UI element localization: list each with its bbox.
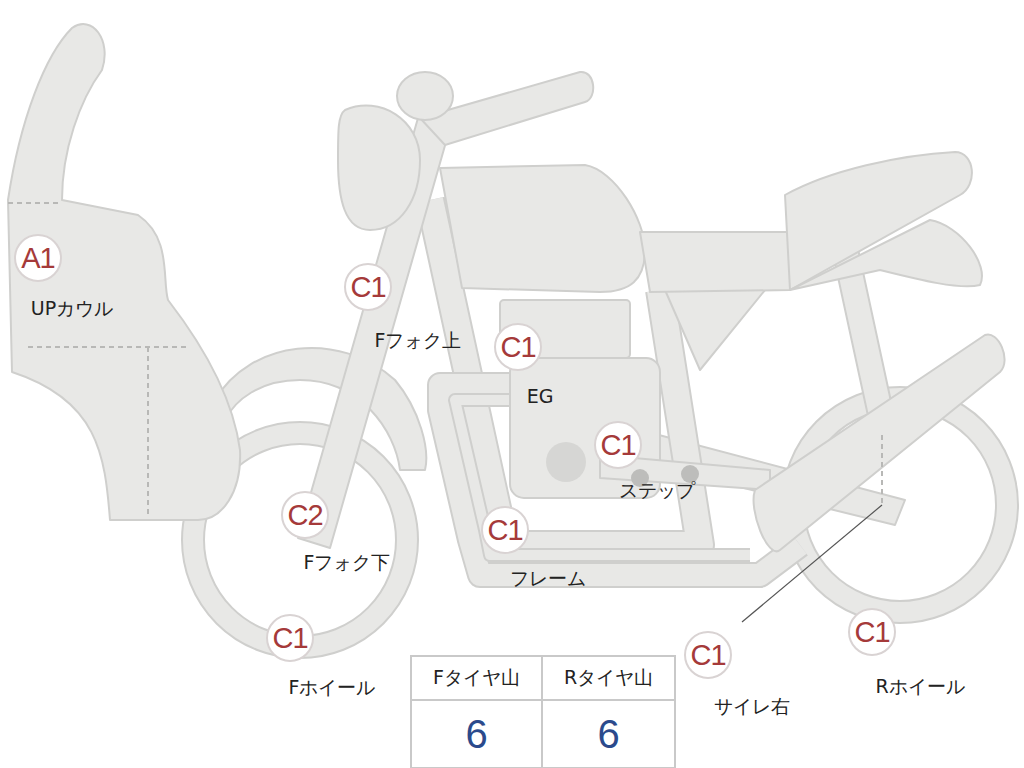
condition-marker: C1Fフォク上 (344, 263, 392, 311)
grade-code: A1 (21, 242, 54, 275)
part-name: EG (527, 386, 554, 407)
part-name: Rホイール (875, 676, 964, 697)
tire-table: Fタイヤ山Rタイヤ山66 (410, 655, 676, 768)
part-name: Fフォク上 (375, 330, 462, 351)
condition-marker: C1Fホイール (266, 614, 314, 662)
condition-marker: C1Rホイール (848, 608, 896, 656)
part-name: UPカウル (31, 298, 113, 319)
grade-circle: C1 (848, 608, 896, 656)
grade-code: C1 (487, 514, 522, 547)
grade-code: C2 (287, 499, 322, 532)
condition-marker: C1フレーム (481, 506, 529, 554)
tread-depth: 6 (543, 701, 674, 767)
condition-marker: A1UPカウル (14, 234, 62, 282)
grade-circle: C1 (344, 263, 392, 311)
grade-circle: C1 (266, 614, 314, 662)
grade-code: C1 (272, 622, 307, 655)
condition-marker: C1サイレ右 (684, 631, 732, 679)
condition-marker: C1ステップ (594, 421, 642, 469)
table-header: Fタイヤ山 (412, 657, 543, 701)
grade-code: C1 (350, 271, 385, 304)
part-name: Fホイール (289, 677, 376, 698)
grade-circle: C1 (684, 631, 732, 679)
part-name: ステップ (619, 480, 695, 501)
grade-code: C1 (854, 616, 889, 649)
grade-circle: C1 (594, 421, 642, 469)
table-header: Rタイヤ山 (543, 657, 674, 701)
condition-marker: C1EG (494, 323, 542, 371)
grade-circle: C1 (494, 323, 542, 371)
part-name: サイレ右 (714, 696, 790, 717)
grade-code: C1 (690, 639, 725, 672)
tread-depth: 6 (412, 701, 543, 767)
grade-code: C1 (600, 429, 635, 462)
part-name: Fフォク下 (304, 552, 391, 573)
grade-code: C1 (500, 331, 535, 364)
grade-circle: C2 (281, 491, 329, 539)
grade-circle: A1 (14, 234, 62, 282)
part-name: フレーム (510, 568, 586, 589)
grade-circle: C1 (481, 506, 529, 554)
condition-marker: C2Fフォク下 (281, 491, 329, 539)
